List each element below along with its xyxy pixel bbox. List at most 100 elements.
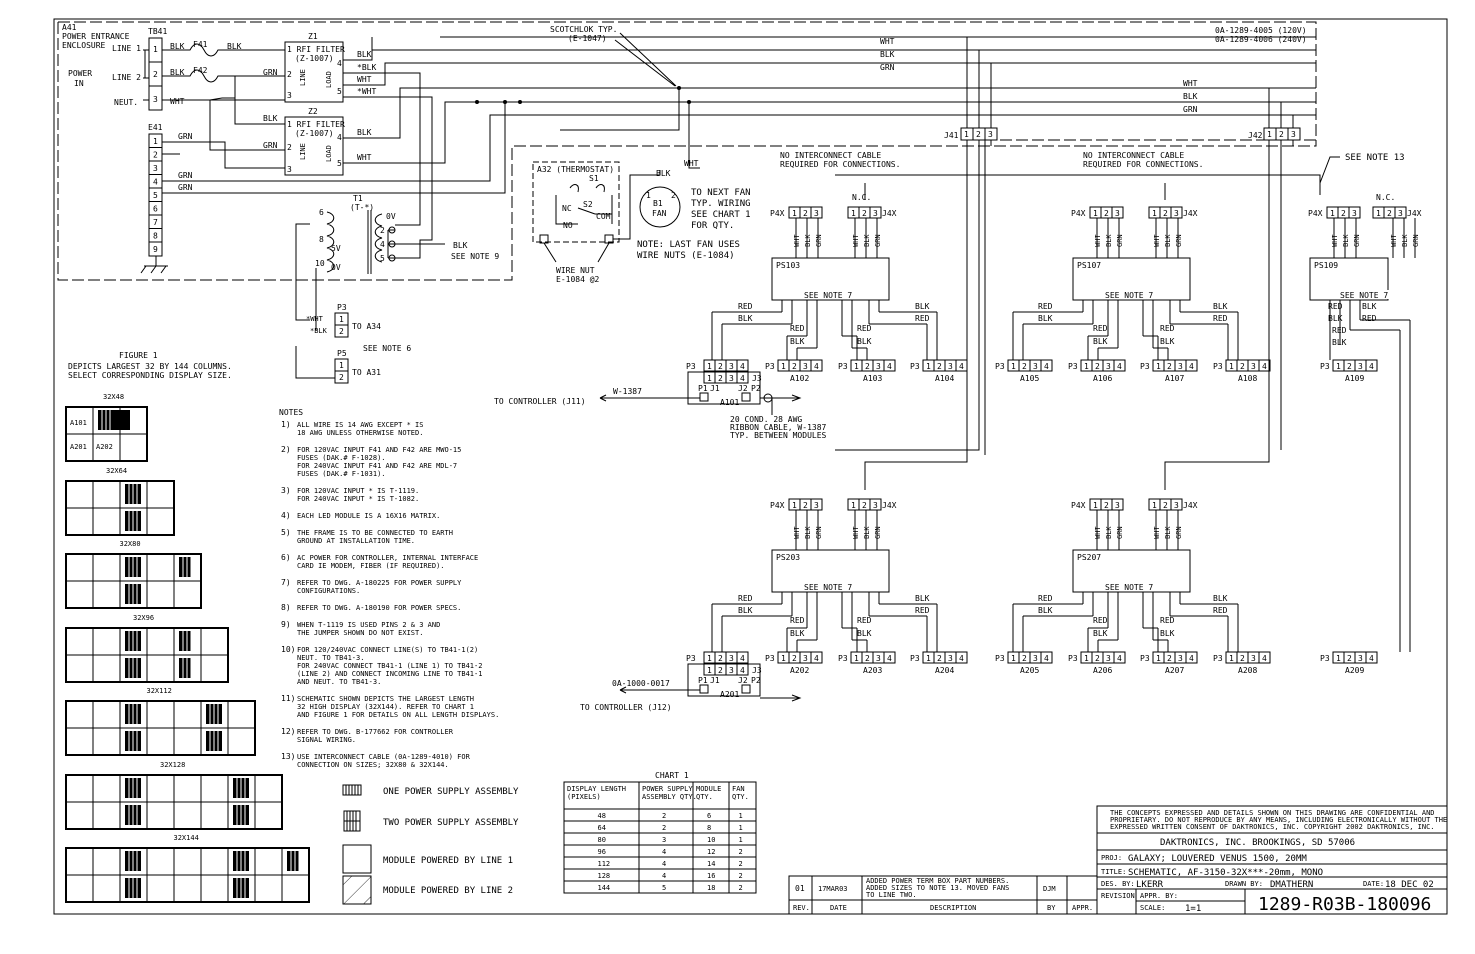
note-number: 2) xyxy=(281,445,291,454)
module-label: A105 xyxy=(1020,374,1039,383)
module-label: A108 xyxy=(1238,374,1257,383)
ps-box xyxy=(1309,257,1389,301)
connector-pin: 2 xyxy=(865,362,870,371)
nc-label: N.C. xyxy=(1376,193,1395,202)
connector-pin: 3 xyxy=(876,654,881,663)
fig-module-cell xyxy=(65,727,94,756)
j4x-connector xyxy=(1372,206,1407,219)
connector-pin: 4 xyxy=(959,654,964,663)
wire-label: WHT xyxy=(1094,234,1102,247)
j4x-label: J4X xyxy=(1183,501,1198,510)
wire-label: WHT xyxy=(1390,234,1398,247)
connector-pin: 2 xyxy=(1104,501,1109,510)
connector-pin: 2 xyxy=(1347,362,1352,371)
rev-number: 01 xyxy=(795,884,805,893)
connector-pin: 3 xyxy=(1178,362,1183,371)
connector-pin: 2 xyxy=(862,209,867,218)
note-line: AND FIGURE 1 FOR DETAILS ON ALL LENGTH D… xyxy=(297,711,499,719)
load-word: LOAD xyxy=(325,71,333,88)
pin-label: 6 xyxy=(319,208,324,217)
date-label: DATE: xyxy=(1363,880,1384,888)
svg-text:4: 4 xyxy=(337,133,342,142)
chart1-cell: 4 xyxy=(662,848,666,856)
fig-module-cell xyxy=(173,700,202,729)
ps-label-bg xyxy=(1077,552,1109,562)
j4x-connector xyxy=(1148,498,1183,511)
no-cable-text: NO INTERCONNECT CABLE xyxy=(780,151,881,160)
b1-label: B1 xyxy=(653,199,663,208)
wire-label: BLK xyxy=(1093,337,1108,346)
fig-a201: A201 xyxy=(70,443,87,451)
chart1-title: CHART 1 xyxy=(655,771,689,780)
note-line: FOR 120VAC INPUT * IS T-1119. xyxy=(297,487,419,495)
svg-text:2: 2 xyxy=(153,70,158,79)
connector-pin: 1 xyxy=(1093,501,1098,510)
chart1-header: ASSEMBLY QTY. xyxy=(642,793,697,801)
to-a31-label: TO A31 xyxy=(352,368,381,377)
wire-label: WHT xyxy=(852,526,860,539)
wire-label: BLK xyxy=(1213,594,1228,603)
note-number: 12) xyxy=(281,727,295,736)
svg-text:2: 2 xyxy=(339,327,344,336)
p1-box xyxy=(699,392,709,402)
wire-label: BLK xyxy=(863,526,871,539)
connector-pin: 4 xyxy=(1189,654,1194,663)
chart1-cell: 2 xyxy=(739,848,743,856)
wire-label: GRN xyxy=(1116,526,1124,539)
wire-label: GRN xyxy=(1175,234,1183,247)
svg-text:2: 2 xyxy=(671,191,676,200)
connector-pin: 4 xyxy=(959,362,964,371)
svg-text:3: 3 xyxy=(287,91,292,100)
wire-label: RED xyxy=(1093,616,1108,625)
last-fan-text: NOTE: LAST FAN USES xyxy=(637,240,740,250)
e41-pin: 1 xyxy=(153,137,158,146)
p1-label: P1 xyxy=(698,384,708,393)
connector-pin: 2 xyxy=(1095,362,1100,371)
fig-module-cell xyxy=(173,874,202,903)
note-line: FOR 240VAC INPUT * IS T-1082. xyxy=(297,495,419,503)
fig-module-cell xyxy=(200,874,229,903)
chart1-cell: 6 xyxy=(707,812,711,820)
p3-label: P3 xyxy=(1068,362,1078,371)
connector-pin: 2 xyxy=(1167,362,1172,371)
fig-outline xyxy=(65,700,256,756)
no-label: NO xyxy=(563,221,573,230)
connector-pin: 3 xyxy=(1115,209,1120,218)
connector-pin: 2 xyxy=(1341,209,1346,218)
fig-ps-icon xyxy=(98,410,130,430)
fig-module-cell xyxy=(227,727,256,756)
wire-label: WHT xyxy=(1094,526,1102,539)
next-fan-text: TO NEXT FAN xyxy=(691,188,751,198)
p3-label: P3 xyxy=(765,654,775,663)
ps-label-bg xyxy=(776,260,808,270)
legend-line1: MODULE POWERED BY LINE 1 xyxy=(383,856,513,866)
wire-label: GRN xyxy=(874,234,882,247)
wire-label: *BLK xyxy=(310,327,328,335)
chart1-cell: 96 xyxy=(598,848,606,856)
p3-label: P3 xyxy=(1320,362,1330,371)
wire-label: GRN xyxy=(263,68,278,77)
module-label: A107 xyxy=(1165,374,1184,383)
f42-label: F42 xyxy=(193,66,208,75)
rev-header: DATE xyxy=(830,904,847,912)
connector-pin: 4 xyxy=(740,666,745,675)
connector-pin: 2 xyxy=(1240,362,1245,371)
connector-pin: 1 xyxy=(1156,362,1161,371)
connector-pin: 3 xyxy=(729,362,734,371)
note-line: CONFIGURATIONS. xyxy=(297,587,360,595)
no-cable-text: REQUIRED FOR CONNECTIONS. xyxy=(1083,160,1203,169)
fig-size-label: 32X80 xyxy=(120,540,141,548)
connector-pin: 2 xyxy=(1347,654,1352,663)
chart1-cell: 18 xyxy=(707,884,715,892)
p3-label: P3 xyxy=(337,303,347,312)
connector-pin: 3 xyxy=(1115,501,1120,510)
connector-pin: 3 xyxy=(1251,362,1256,371)
transformer-section: T1 (T-*) 6 8 10 5V 0V 0V 2 4 5 BLK SEE N… xyxy=(295,194,499,384)
svg-text:3: 3 xyxy=(287,165,292,174)
note-line: ALL WIRE IS 14 AWG EXCEPT * IS xyxy=(297,421,423,429)
chart1-cell: 128 xyxy=(598,872,611,880)
wire-label: BLK xyxy=(790,337,805,346)
fig-a202: A202 xyxy=(96,443,113,451)
fig-size-label: 32X48 xyxy=(103,393,124,401)
